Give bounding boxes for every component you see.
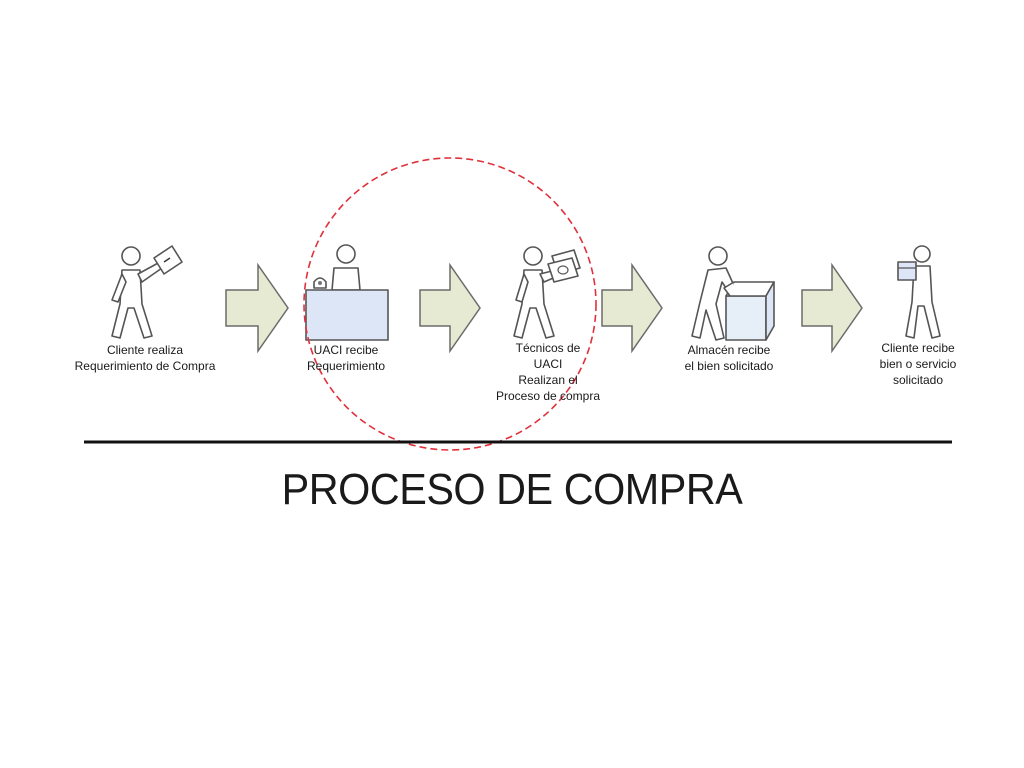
highlight-circle (303, 157, 597, 451)
person-carrying-box-icon (897, 245, 941, 339)
telephone-icon (313, 277, 327, 289)
step-label-3: Técnicos de UACI Realizan el Proceso de … (495, 341, 601, 403)
flow-arrow-3 (601, 262, 663, 354)
flow-arrow-4 (801, 262, 863, 354)
step-label-4: Almacén recibe el bien solicitado (684, 343, 774, 373)
page-title: PROCESO DE COMPRA (281, 465, 743, 514)
clerk-at-desk-icon (305, 244, 389, 341)
person-with-box-icon (691, 246, 775, 341)
step-label-2: UACI recibe Requerimiento (306, 343, 386, 373)
flow-arrow-2 (419, 262, 481, 354)
step-label-5: Cliente recibe bien o servicio solicitad… (879, 341, 957, 387)
person-with-envelope-icon (111, 245, 183, 339)
money-bills-icon (547, 249, 581, 283)
person-with-money-icon (513, 246, 581, 339)
step-label-1: Cliente realiza Requerimiento de Compra (74, 343, 216, 373)
flow-arrow-1 (225, 262, 289, 354)
